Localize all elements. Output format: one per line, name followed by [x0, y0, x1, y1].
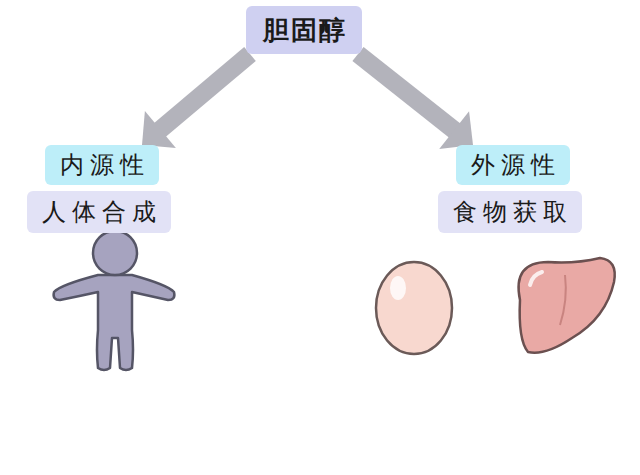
label-text: 胆固醇	[263, 13, 347, 48]
egg	[376, 262, 452, 354]
label-text: 人体合成	[42, 196, 162, 228]
label-box: 内源性	[45, 145, 159, 185]
label-text: 外源性	[471, 149, 561, 181]
label-box: 人体合成	[27, 191, 171, 233]
label-text: 食物获取	[453, 196, 573, 228]
label-text: 内源性	[60, 149, 150, 181]
person-figure	[54, 231, 175, 370]
liver	[519, 258, 615, 353]
label-box: 食物获取	[438, 191, 582, 233]
label-box: 外源性	[456, 145, 570, 185]
label-box: 胆固醇	[246, 6, 362, 54]
block-arrow	[358, 54, 473, 149]
block-arrow	[142, 54, 250, 148]
